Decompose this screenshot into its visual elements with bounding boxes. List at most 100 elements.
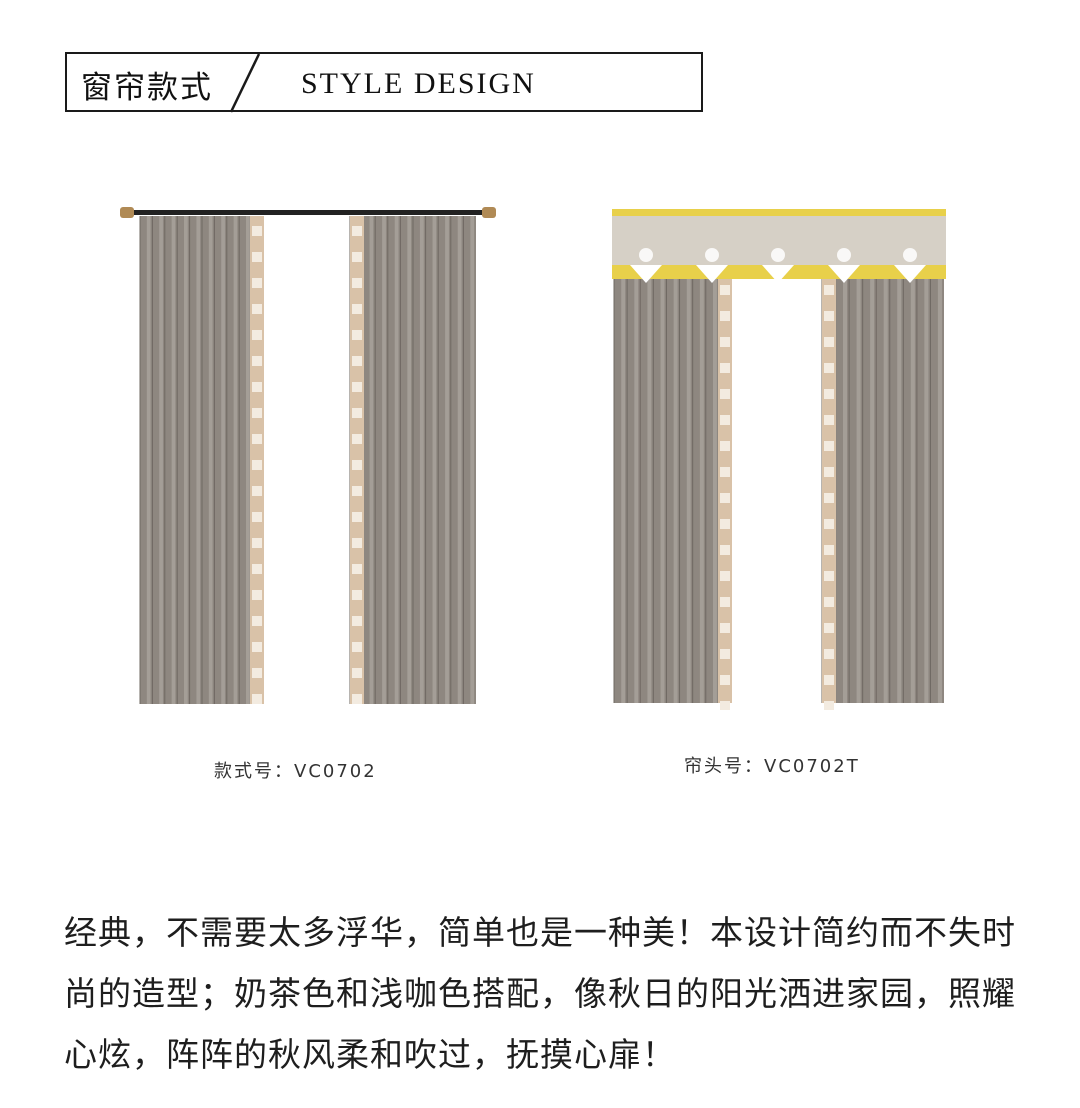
trim-pattern-mark	[252, 252, 262, 262]
trim-pattern-mark	[352, 382, 362, 392]
trim-pattern-mark	[352, 590, 362, 600]
trim-pattern-mark	[252, 226, 262, 236]
curtain-fold-highlight	[897, 275, 902, 703]
trim-pattern-mark	[720, 337, 730, 347]
shell-motif	[837, 248, 851, 262]
shell-motif	[903, 248, 917, 262]
curtain-fold-highlight	[910, 275, 915, 703]
trim-pattern-mark	[720, 701, 730, 711]
curtain-trim-band	[718, 275, 732, 703]
curtain-illustration-rod-style	[120, 207, 496, 704]
curtain-fold-highlight	[457, 216, 462, 704]
trim-pattern-mark	[252, 304, 262, 314]
trim-pattern-mark	[352, 226, 362, 236]
trim-pattern-mark	[352, 512, 362, 522]
trim-pattern-mark	[352, 538, 362, 548]
trim-pattern-mark	[824, 571, 834, 581]
trim-pattern-mark	[352, 278, 362, 288]
curtain-panel-fabric	[614, 275, 732, 703]
right-curtain-panel	[821, 275, 944, 711]
curtain-fold-highlight	[647, 275, 652, 703]
section-title-en: STYLE DESIGN	[301, 67, 536, 100]
trim-pattern-mark	[824, 285, 834, 295]
trim-pattern-mark	[352, 460, 362, 470]
trim-pattern-mark	[824, 363, 834, 373]
header-slash-divider	[229, 53, 261, 113]
trim-pattern-mark	[252, 486, 262, 496]
trim-pattern-mark	[720, 441, 730, 451]
trim-pattern-mark	[720, 519, 730, 529]
trim-pattern-mark	[824, 701, 834, 711]
trim-pattern-mark	[252, 434, 262, 444]
curtain-fold-highlight	[208, 216, 213, 704]
trim-pattern-mark	[252, 356, 262, 366]
curtain-figure-vc0702	[118, 200, 498, 710]
curtain-fold-highlight	[673, 275, 678, 703]
curtain-fold-highlight	[419, 216, 424, 704]
curtain-fold-highlight	[233, 216, 238, 704]
curtain-fold-highlight	[937, 275, 942, 703]
trim-pattern-mark	[824, 493, 834, 503]
curtain-fold-highlight	[407, 216, 412, 704]
trim-pattern-mark	[824, 519, 834, 529]
trim-pattern-mark	[252, 538, 262, 548]
curtain-fold-highlight	[924, 275, 929, 703]
shell-motif	[639, 248, 653, 262]
trim-pattern-mark	[252, 512, 262, 522]
curtain-fold-highlight	[634, 275, 639, 703]
curtain-fold-highlight	[699, 275, 704, 703]
curtain-fold-highlight	[712, 275, 717, 703]
trim-pattern-mark	[824, 675, 834, 685]
curtain-fold-highlight	[221, 216, 225, 704]
valance-scallop	[894, 265, 926, 283]
trim-pattern-mark	[824, 389, 834, 399]
trim-pattern-mark	[352, 486, 362, 496]
rod-finial-left	[120, 207, 134, 218]
trim-pattern-mark	[252, 460, 262, 470]
trim-pattern-mark	[720, 649, 730, 659]
trim-pattern-mark	[252, 590, 262, 600]
trim-pattern-mark	[720, 363, 730, 373]
trim-pattern-mark	[252, 564, 262, 574]
valance-scallop	[762, 265, 794, 283]
curtain-fold-highlight	[856, 275, 861, 703]
valance-scallop	[696, 265, 728, 283]
curtain-fold-highlight	[146, 216, 151, 704]
trim-pattern-mark	[824, 337, 834, 347]
trim-pattern-mark	[720, 415, 730, 425]
trim-pattern-mark	[824, 415, 834, 425]
valance-top-band	[612, 209, 946, 216]
curtain-panel-fabric	[822, 275, 944, 703]
valance-scallop	[630, 265, 662, 283]
curtain-fold-highlight	[621, 275, 626, 703]
curtain-fold-highlight	[470, 216, 475, 704]
trim-pattern-mark	[352, 694, 362, 704]
curtain-fold-highlight	[843, 275, 848, 703]
trim-pattern-mark	[352, 304, 362, 314]
trim-pattern-mark	[824, 545, 834, 555]
curtain-trim-band	[822, 275, 836, 703]
trim-pattern-mark	[352, 408, 362, 418]
curtain-fold-highlight	[184, 216, 188, 704]
trim-pattern-mark	[252, 616, 262, 626]
shell-motif	[771, 248, 785, 262]
trim-pattern-mark	[824, 311, 834, 321]
curtain-fold-highlight	[196, 216, 201, 704]
curtain-figure-vc0702t	[608, 205, 950, 711]
section-header: 窗帘款式 STYLE DESIGN	[65, 52, 703, 113]
trim-pattern-mark	[720, 285, 730, 295]
trim-pattern-mark	[720, 311, 730, 321]
curtain-fold-highlight	[171, 216, 176, 704]
trim-pattern-mark	[720, 467, 730, 477]
valance-number-caption: 帘头号：VC0702T	[684, 756, 860, 777]
curtain-fold-highlight	[883, 275, 888, 703]
trim-pattern-mark	[252, 668, 262, 678]
trim-pattern-mark	[352, 356, 362, 366]
trim-pattern-mark	[720, 545, 730, 555]
shell-motif	[705, 248, 719, 262]
trim-pattern-mark	[352, 564, 362, 574]
curtain-fold-highlight	[246, 216, 250, 704]
style-number-caption: 款式号：VC0702	[214, 761, 377, 782]
curtain-fold-highlight	[686, 275, 691, 703]
trim-pattern-mark	[720, 623, 730, 633]
